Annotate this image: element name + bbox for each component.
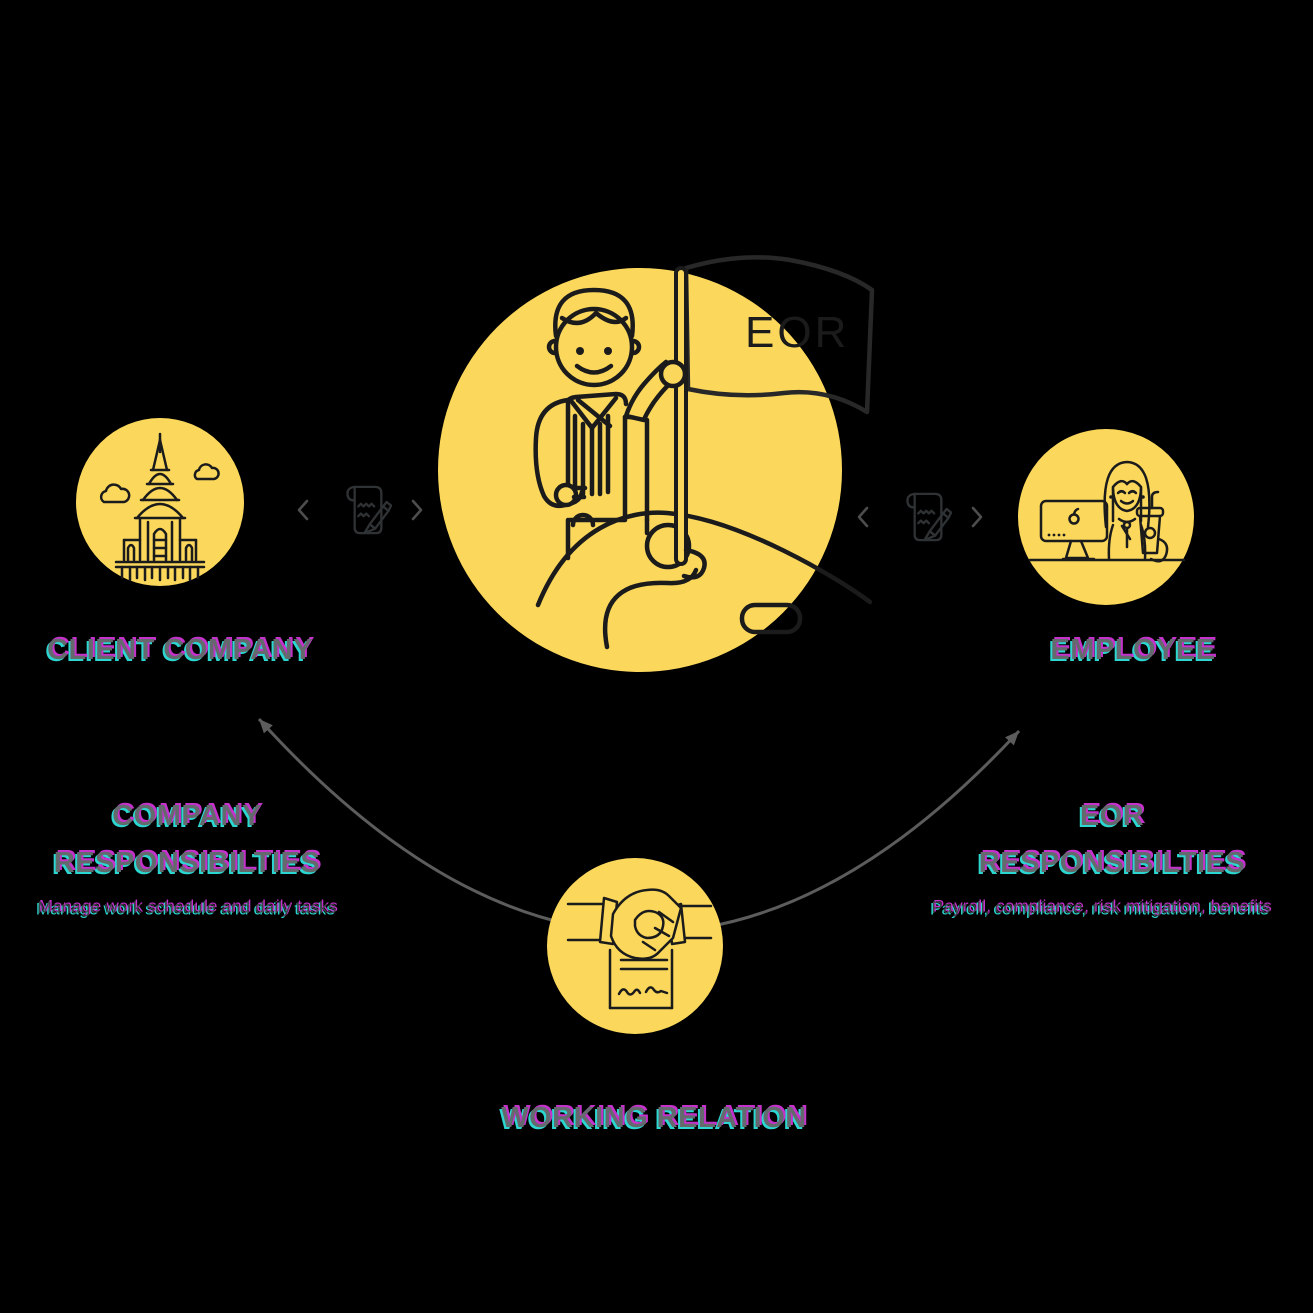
company-responsibilities-subtitle: Manage work schedule and daily tasks [37, 898, 337, 917]
chevron-left-icon [297, 499, 309, 521]
chevron-left-icon [857, 506, 869, 528]
arrow-head-left [259, 719, 273, 734]
eor-responsibilities-title: EOR RESPONSIBILTIES [912, 793, 1312, 887]
contract-exchange-left [294, 470, 426, 550]
contract-exchange-right [854, 477, 986, 557]
eor-responsibilities-line1: EOR [1079, 800, 1145, 832]
employee-at-desk-icon [1028, 460, 1186, 563]
person-with-eor-flag-icon: EOR [438, 255, 875, 672]
handshake-contract-icon [566, 888, 713, 1010]
eor-responsibilities-subtitle: Payroll, compliance, risk mitigation, be… [931, 898, 1271, 917]
eor-responsibilities-line2: RESPONSIBILTIES [978, 847, 1246, 879]
contract-pen-icon [346, 485, 392, 535]
employee-circle [1018, 429, 1194, 605]
company-responsibilities-line2: RESPONSIBILTIES [53, 847, 321, 879]
client-company-circle [76, 418, 244, 586]
chevron-right-icon [411, 499, 423, 521]
eor-node-circle: EOR [438, 255, 875, 672]
eor-flag-label: EOR [745, 308, 849, 357]
office-building-icon [99, 432, 220, 582]
company-responsibilities-line1: COMPANY [112, 800, 262, 832]
working-relation-label: WORKING RELATION [501, 1102, 807, 1134]
arrow-head-right [1005, 731, 1019, 746]
client-company-label: CLIENT COMPANY [47, 634, 313, 666]
chevron-right-icon [971, 506, 983, 528]
company-responsibilities-title: COMPANY RESPONSIBILTIES [0, 793, 387, 887]
cloud-icon [193, 463, 220, 481]
contract-pen-icon [906, 492, 952, 542]
working-relation-circle [547, 858, 723, 1034]
employee-label: EMPLOYEE [1050, 634, 1216, 666]
cloud-icon [99, 483, 131, 504]
